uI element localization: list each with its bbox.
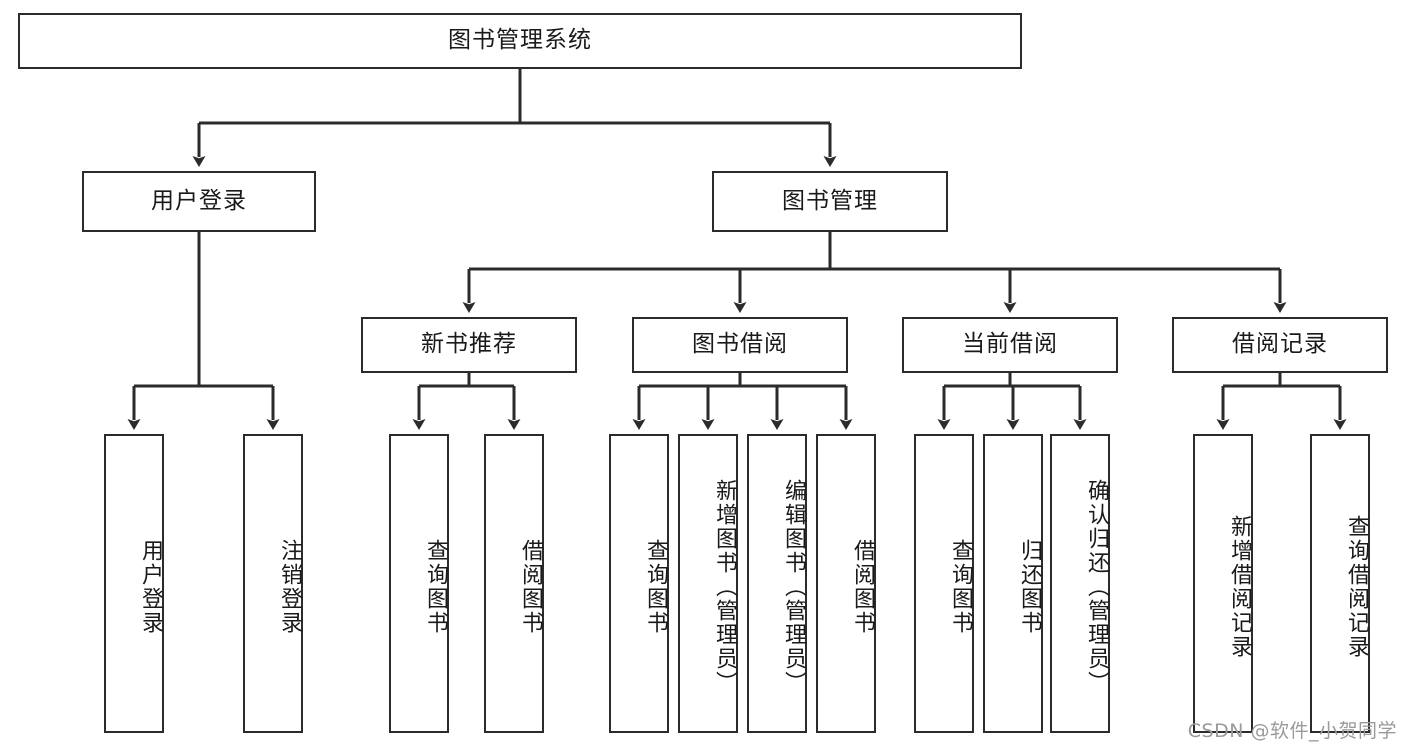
node-label: 查询图书 — [643, 538, 668, 635]
node-label: 查询借阅记录 — [1344, 514, 1369, 659]
node-book-borrow[interactable]: 图书借阅 — [632, 317, 848, 373]
node-leaf-query-books-2[interactable]: 查询图书 — [609, 434, 669, 733]
node-label: 新书推荐 — [421, 331, 517, 358]
node-book-manage[interactable]: 图书管理 — [712, 171, 948, 232]
node-borrow-record[interactable]: 借阅记录 — [1172, 317, 1388, 373]
node-leaf-user-login[interactable]: 用户登录 — [104, 434, 164, 733]
node-label: 借阅图书 — [518, 538, 543, 635]
node-label: 图书管理系统 — [448, 27, 592, 54]
node-root[interactable]: 图书管理系统 — [18, 13, 1022, 69]
node-leaf-borrow-books-1[interactable]: 借阅图书 — [484, 434, 544, 733]
node-label: 借阅记录 — [1232, 331, 1328, 358]
node-label: 新增借阅记录 — [1227, 514, 1252, 659]
node-label: 当前借阅 — [962, 331, 1058, 358]
node-label: 图书借阅 — [692, 331, 788, 358]
node-leaf-return-books[interactable]: 归还图书 — [983, 434, 1043, 733]
node-leaf-add-book-admin[interactable]: 新增图书（管理员） — [678, 434, 738, 733]
node-label: 用户登录 — [138, 538, 163, 635]
node-label: 新增图书（管理员） — [712, 478, 737, 695]
node-user-login[interactable]: 用户登录 — [82, 171, 316, 232]
node-label: 借阅图书 — [850, 538, 875, 635]
node-leaf-query-books-3[interactable]: 查询图书 — [914, 434, 974, 733]
node-leaf-borrow-books-2[interactable]: 借阅图书 — [816, 434, 876, 733]
node-leaf-query-books-1[interactable]: 查询图书 — [389, 434, 449, 733]
node-leaf-query-borrow-record[interactable]: 查询借阅记录 — [1310, 434, 1370, 733]
node-current-borrow[interactable]: 当前借阅 — [902, 317, 1118, 373]
node-label: 注销登录 — [277, 538, 302, 635]
node-leaf-logout[interactable]: 注销登录 — [243, 434, 303, 733]
node-label: 编辑图书（管理员） — [781, 478, 806, 695]
node-new-book-recommend[interactable]: 新书推荐 — [361, 317, 577, 373]
node-label: 确认归还（管理员） — [1084, 478, 1109, 695]
node-label: 查询图书 — [423, 538, 448, 635]
node-label: 查询图书 — [948, 538, 973, 635]
node-leaf-edit-book-admin[interactable]: 编辑图书（管理员） — [747, 434, 807, 733]
node-label: 图书管理 — [782, 187, 878, 214]
node-leaf-add-borrow-record[interactable]: 新增借阅记录 — [1193, 434, 1253, 733]
node-label: 用户登录 — [151, 187, 247, 214]
node-label: 归还图书 — [1017, 538, 1042, 635]
node-leaf-confirm-return-admin[interactable]: 确认归还（管理员） — [1050, 434, 1110, 733]
